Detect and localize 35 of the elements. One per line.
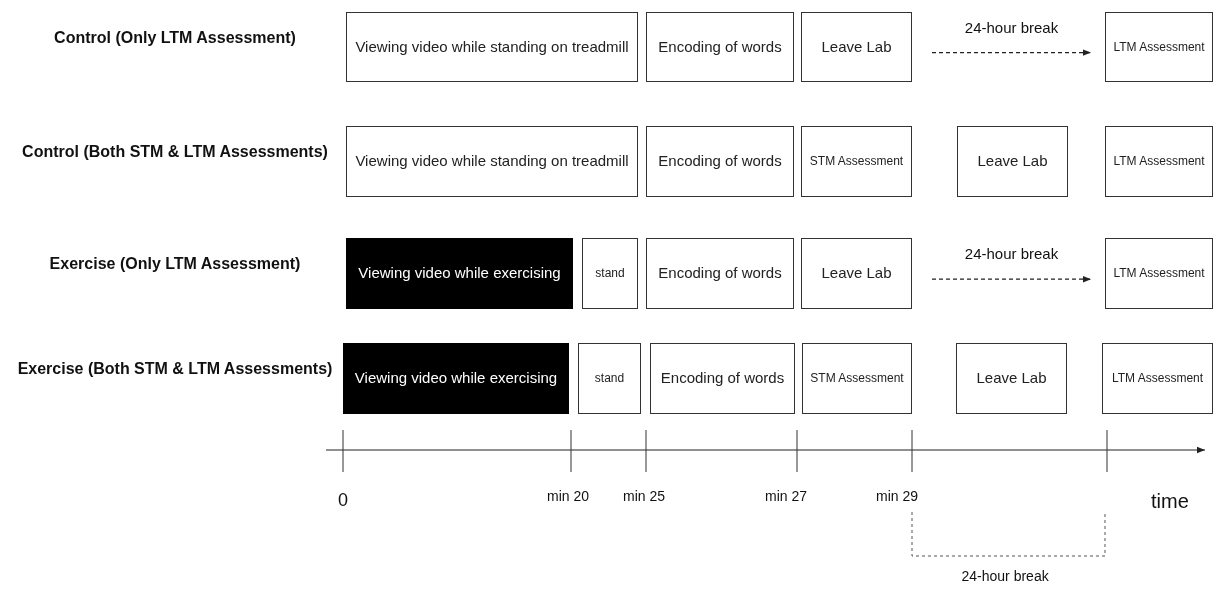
process-box: Leave Lab <box>957 126 1068 197</box>
process-box: Viewing video while exercising <box>343 343 569 414</box>
process-box: stand <box>578 343 641 414</box>
process-box: stand <box>582 238 638 309</box>
edge-label: 24-hour break <box>963 18 1060 36</box>
arrow <box>931 275 1092 283</box>
process-box: LTM Assessment <box>1102 343 1213 414</box>
row-label: Exercise (Only LTM Assessment) <box>48 254 302 274</box>
process-box: LTM Assessment <box>1105 126 1213 197</box>
row-label: Control (Only LTM Assessment) <box>53 28 297 48</box>
process-box: LTM Assessment <box>1105 12 1213 82</box>
process-box: Leave Lab <box>801 12 912 82</box>
process-box: Encoding of words <box>646 12 794 82</box>
process-box: Viewing video while exercising <box>346 238 573 309</box>
tick-label: 0 <box>338 490 348 511</box>
process-box: Viewing video while standing on treadmill <box>346 126 638 197</box>
edge-label: 24-hour break <box>963 245 1060 263</box>
process-box: Encoding of words <box>650 343 795 414</box>
tick-label: min 25 <box>623 488 666 504</box>
bracket-label: 24-hour break <box>961 568 1049 584</box>
row-label: Exercise (Both STM & LTM Assessments) <box>16 359 334 379</box>
process-box: Encoding of words <box>646 238 794 309</box>
process-box: Viewing video while standing on treadmill <box>346 12 638 82</box>
process-box: STM Assessment <box>802 343 912 414</box>
row-label: Control (Both STM & LTM Assessments) <box>21 142 329 162</box>
arrow <box>931 49 1092 56</box>
tick-label: min 27 <box>765 488 808 504</box>
process-box: Leave Lab <box>956 343 1067 414</box>
axis-label: time <box>1151 490 1189 513</box>
process-box: STM Assessment <box>801 126 912 197</box>
tick-label: min 29 <box>876 488 919 504</box>
process-box: LTM Assessment <box>1105 238 1213 309</box>
tick-label: min 20 <box>547 488 590 504</box>
process-box: Leave Lab <box>801 238 912 309</box>
process-box: Encoding of words <box>646 126 794 197</box>
